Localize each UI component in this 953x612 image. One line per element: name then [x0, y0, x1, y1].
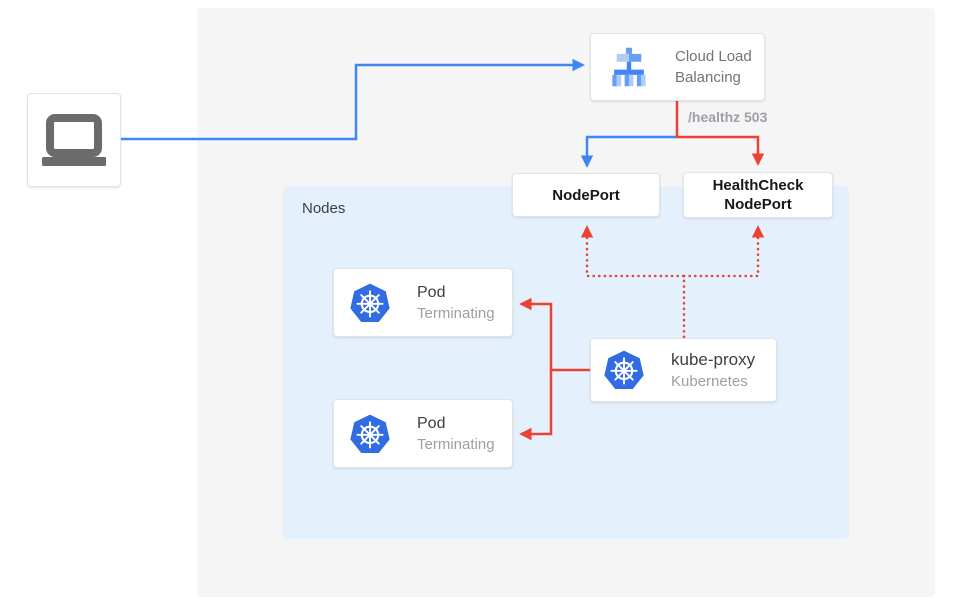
cloud-load-balancing-node: Cloud Load Balancing — [590, 33, 765, 101]
nodeport-label: NodePort — [552, 186, 620, 204]
pod-status: Terminating — [417, 435, 495, 453]
loadbalancer-to-nodeport-connector — [580, 135, 677, 168]
loadbalancer-to-healthcheck-connector — [675, 100, 765, 166]
kube-proxy-node: kube-proxy Kubernetes — [590, 338, 777, 402]
healthcheck-nodeport-label: HealthCheck NodePort — [712, 177, 804, 213]
pod-node-1: Pod Terminating — [333, 268, 513, 337]
kubernetes-icon — [603, 349, 645, 391]
kubeproxy-to-pods-connector — [519, 297, 591, 441]
kubernetes-icon — [349, 282, 391, 324]
kubeproxy-to-ports-dotted-connector — [580, 225, 765, 339]
pod-node-2: Pod Terminating — [333, 399, 513, 468]
pod-title: Pod — [417, 414, 446, 432]
healthcheck-nodeport-node: HealthCheck NodePort — [683, 172, 833, 218]
pod-status: Terminating — [417, 304, 495, 322]
kubernetes-icon — [349, 413, 391, 455]
healthz-status-label: /healthz 503 — [688, 109, 768, 125]
cloud-load-balancing-label: Cloud Load Balancing — [675, 48, 752, 86]
nodes-panel-label: Nodes — [302, 200, 346, 217]
pod-title: Pod — [417, 283, 446, 301]
kube-proxy-title: kube-proxy — [671, 350, 756, 369]
kube-proxy-subtitle: Kubernetes — [671, 373, 748, 390]
cloud-load-balancing-icon — [608, 47, 650, 87]
client-to-loadbalancer-connector — [121, 58, 585, 141]
laptop-icon — [42, 113, 106, 167]
nodeport-node: NodePort — [512, 173, 660, 217]
client-node — [27, 93, 121, 187]
